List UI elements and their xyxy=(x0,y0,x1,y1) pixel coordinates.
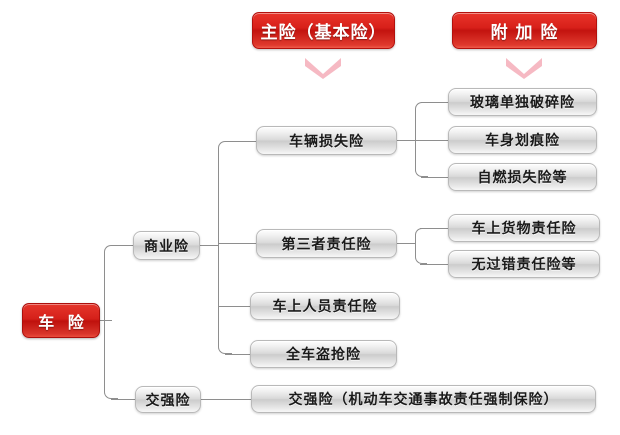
connector-third-party-stub xyxy=(396,243,415,244)
connector-third-party-elbow-bottom xyxy=(415,252,427,264)
connector-third-party-elbow-top xyxy=(415,228,427,240)
connector-commercial-stub xyxy=(200,245,218,246)
connector-to-spontaneous xyxy=(421,177,449,178)
node-vehicle-damage-insurance: 车辆损失险 xyxy=(256,126,397,155)
chevron-down-icon-additional xyxy=(504,57,544,79)
connector-commercial-spine xyxy=(218,148,219,347)
header-main-insurance: 主险（基本险） xyxy=(252,12,395,49)
node-spontaneous-combustion-insurance: 自燃损失险等 xyxy=(448,163,597,191)
connector-root-spine xyxy=(104,252,105,392)
connector-commercial-elbow-top xyxy=(218,141,232,155)
connector-commercial-to-theft xyxy=(225,354,251,355)
connector-to-glass-breakage xyxy=(421,102,449,103)
connector-root-to-commercial xyxy=(111,245,135,246)
node-third-party-liability-insurance: 第三者责任险 xyxy=(256,229,397,258)
node-whole-vehicle-theft-insurance: 全车盗抢险 xyxy=(250,340,397,368)
node-body-scratch-insurance: 车身划痕险 xyxy=(448,126,597,154)
connector-commercial-to-third-party xyxy=(218,243,257,244)
connector-root-elbow-bottom xyxy=(104,385,118,399)
node-glass-breakage-insurance: 玻璃单独破碎险 xyxy=(448,88,597,116)
node-no-fault-liability-insurance: 无过错责任险等 xyxy=(448,250,600,278)
connector-root-elbow-top xyxy=(104,245,118,259)
connector-third-party-spine xyxy=(415,234,416,257)
connector-root-stub xyxy=(100,320,112,321)
connector-vehicle-damage-elbow-bottom xyxy=(415,164,428,177)
connector-to-no-fault xyxy=(420,264,449,265)
connector-compulsory-to-full xyxy=(200,399,252,400)
connector-vehicle-damage-stub xyxy=(396,140,415,141)
node-onboard-personnel-liability-insurance: 车上人员责任险 xyxy=(250,292,400,320)
node-compulsory-insurance: 交强险 xyxy=(135,386,201,413)
connector-to-cargo-liability xyxy=(420,228,449,229)
connector-root-to-compulsory xyxy=(111,399,137,400)
connector-vehicle-damage-elbow-top xyxy=(415,102,428,115)
connector-to-body-scratch xyxy=(415,140,449,141)
connector-commercial-to-personnel xyxy=(218,306,251,307)
node-commercial-insurance: 商业险 xyxy=(133,231,200,260)
header-additional-insurance: 附 加 险 xyxy=(452,12,597,49)
connector-commercial-to-vehicle-damage xyxy=(225,141,257,142)
connector-commercial-elbow-bottom xyxy=(218,340,232,354)
node-cargo-liability-insurance: 车上货物责任险 xyxy=(448,214,600,242)
chevron-down-icon-main xyxy=(303,57,343,79)
node-root-vehicle-insurance: 车 险 xyxy=(22,303,100,338)
node-compulsory-insurance-full: 交强险（机动车交通事故责任强制保险） xyxy=(251,385,596,413)
